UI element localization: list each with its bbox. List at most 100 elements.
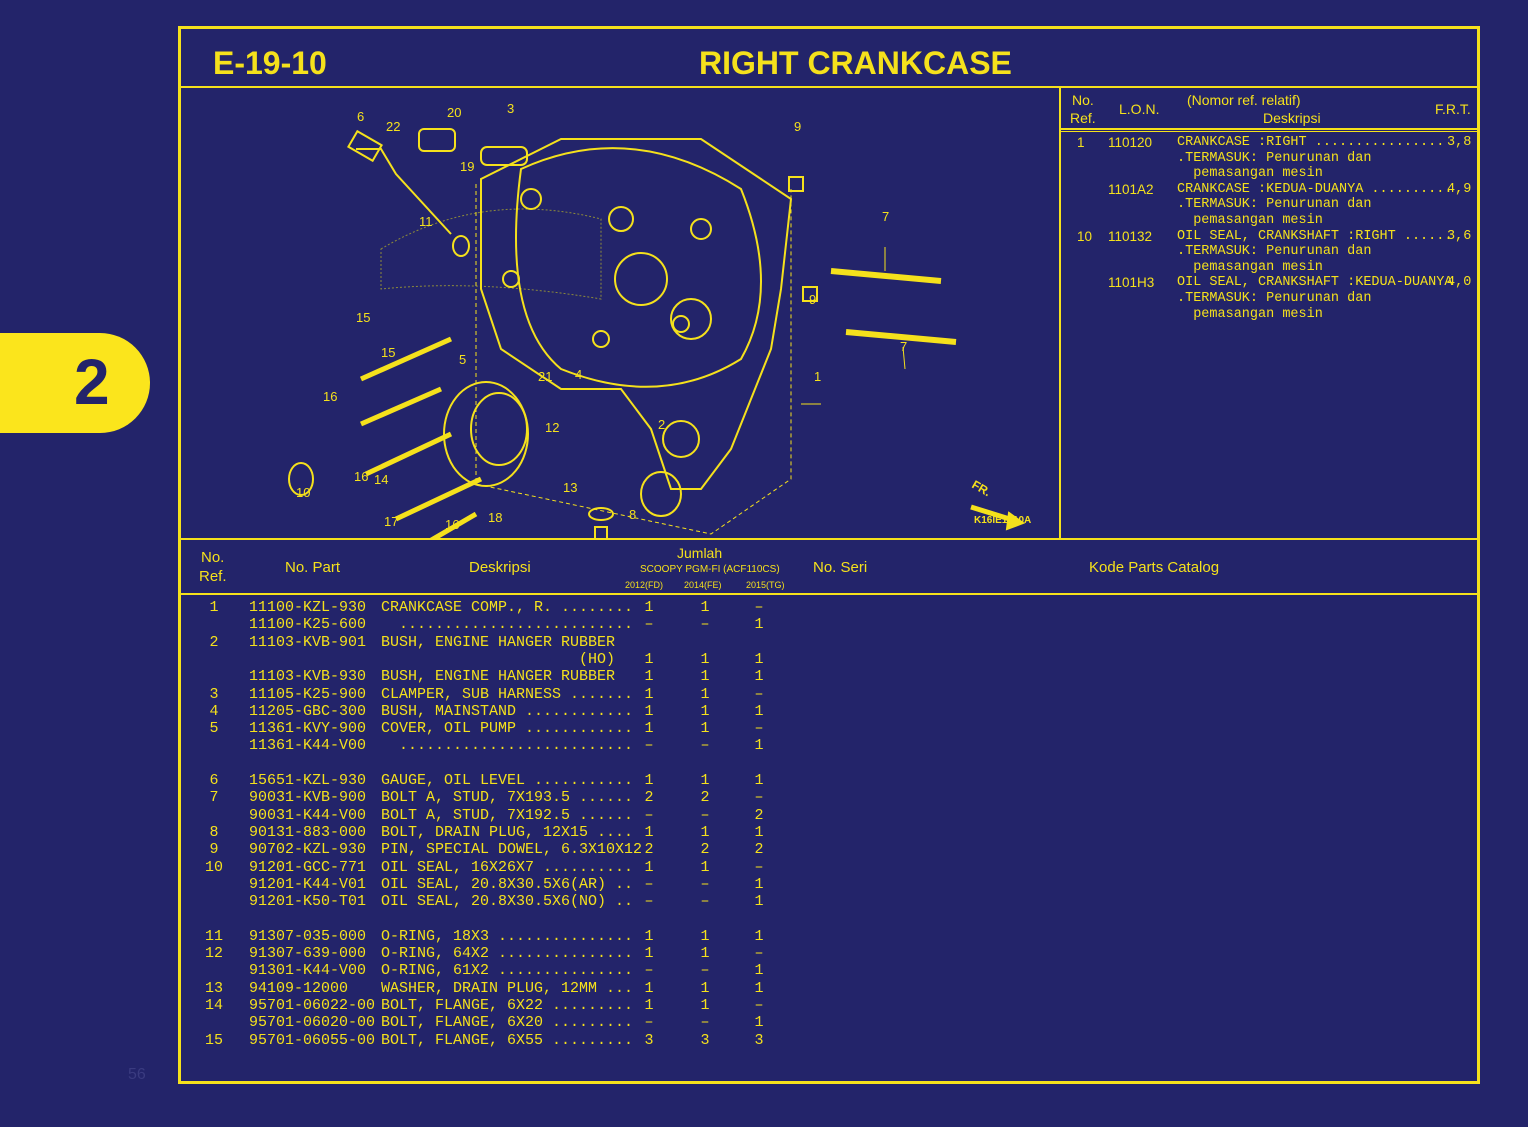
callout-9: 9 [794, 119, 801, 134]
row-description: BOLT, FLANGE, 6X22 ......... [381, 996, 634, 1014]
section-number: 2 [74, 346, 110, 418]
row-qty-2012: 2 [644, 841, 654, 859]
row-qty-2014: 1 [700, 823, 710, 841]
row-qty-2015: – [754, 599, 764, 616]
table-row: 5 11361-KVY-900 COVER, OIL PUMP ..........… [181, 720, 821, 737]
parts-header-no: No. [201, 549, 225, 566]
row-part-number: 95701-06020-00 [249, 1014, 376, 1032]
row-part-number: 91301-K44-V00 [249, 962, 367, 980]
callout-1: 1 [814, 369, 821, 384]
ref-row-frt: 4,0 [1447, 275, 1472, 291]
row-description: .......................... [381, 737, 634, 755]
ref-header-divider [1059, 128, 1477, 130]
row-qty-2015: 1 [754, 702, 764, 720]
row-ref: 7 [209, 789, 219, 807]
row-qty-2012: 1 [644, 927, 654, 945]
row-description: BOLT, FLANGE, 6X20 ......... [381, 1014, 634, 1032]
header-divider [181, 86, 1477, 88]
row-qty-2015: 1 [754, 650, 764, 668]
row-qty-2014: – [700, 737, 710, 755]
callout-13: 13 [563, 480, 577, 495]
ref-header-lon: L.O.N. [1119, 101, 1160, 117]
row-ref: 15 [204, 1031, 223, 1049]
row-part-number: 11100-KZL-930 [249, 599, 367, 616]
table-divider [181, 538, 1477, 540]
table-row [181, 910, 821, 927]
row-qty-2015: 1 [754, 668, 764, 686]
callout-7b: 7 [900, 339, 907, 354]
table-row [181, 755, 821, 772]
ref-header-divider-2 [1059, 131, 1477, 132]
row-qty-2012: 1 [644, 668, 654, 686]
row-qty-2012: – [644, 893, 654, 911]
row-ref: 3 [209, 685, 219, 703]
row-qty-2014: – [700, 962, 710, 980]
row-qty-2015: 2 [754, 806, 764, 824]
row-qty-2014: 2 [700, 789, 710, 807]
row-qty-2014: 1 [700, 858, 710, 876]
ref-row-desc: OIL SEAL, CRANKSHAFT :RIGHT ...... [1177, 228, 1453, 244]
row-part-number: 15651-KZL-930 [249, 772, 367, 789]
row-part-number: 90131-883-000 [249, 823, 367, 841]
row-qty-2014: 1 [700, 979, 710, 997]
ref-row-desc: OIL SEAL, CRANKSHAFT :KEDUA-DUANYA [1177, 275, 1453, 291]
row-qty-2012: 1 [644, 996, 654, 1014]
row-qty-2012: 1 [644, 858, 654, 876]
row-description: OIL SEAL, 20.8X30.5X6(NO) .. [381, 893, 634, 911]
ref-row-desc: pemasangan mesin [1177, 166, 1323, 182]
row-qty-2015: – [754, 720, 764, 738]
callout-3: 3 [507, 101, 514, 116]
parts-header-catalog: Kode Parts Catalog [1089, 559, 1220, 576]
row-description: BOLT, FLANGE, 6X55 ......... [381, 1031, 634, 1049]
row-qty-2015: 1 [754, 875, 764, 893]
row-qty-2014: 1 [700, 720, 710, 738]
row-qty-2014: 1 [700, 668, 710, 686]
ref-row-desc: .TERMASUK: Penurunan dan [1177, 291, 1372, 306]
row-qty-2012: – [644, 875, 654, 893]
row-part-number: 90702-KZL-930 [249, 841, 367, 859]
row-qty-2015: – [754, 996, 764, 1014]
ref-header-desc2: Deskripsi [1263, 110, 1321, 126]
row-part-number: 90031-KVB-900 [249, 789, 367, 807]
section-code: E-19-10 [213, 45, 327, 81]
callout-5: 5 [459, 352, 466, 367]
row-qty-2014: 1 [700, 927, 710, 945]
callout-6: 6 [357, 109, 364, 124]
row-description: (HO) [381, 650, 616, 668]
row-qty-2012: – [644, 737, 654, 755]
row-qty-2012: 1 [644, 685, 654, 703]
ref-row-frt: 3,6 [1447, 228, 1472, 244]
row-part-number: 11361-K44-V00 [249, 737, 367, 755]
row-description: BOLT, DRAIN PLUG, 12X15 .... [381, 823, 634, 841]
row-description: COVER, OIL PUMP ............ [381, 720, 634, 738]
parts-header-part: No. Part [285, 559, 341, 576]
row-description: OIL SEAL, 16X26X7 .......... [381, 858, 634, 876]
diagram-code: K16IE1910A [974, 515, 1032, 526]
row-part-number: 91307-035-000 [249, 927, 367, 945]
callout-16b: 16 [354, 469, 368, 484]
ref-row-lon: 1101A2 [1108, 181, 1154, 197]
callout-15: 15 [356, 310, 370, 325]
callout-7: 7 [882, 209, 889, 224]
callout-17: 17 [384, 514, 398, 529]
row-description: BUSH, ENGINE HANGER RUBBER [381, 633, 616, 651]
row-part-number: 11361-KVY-900 [249, 720, 367, 738]
row-qty-2014: – [700, 616, 710, 634]
direction-label: FR. [970, 477, 994, 499]
row-ref: 5 [209, 720, 219, 738]
parts-header-serial: No. Seri [813, 559, 868, 576]
ref-header-frt: F.R.T. [1435, 101, 1471, 117]
callout-2: 2 [658, 417, 665, 432]
row-qty-2015: – [754, 685, 764, 703]
ref-row-desc: pemasangan mesin [1177, 259, 1323, 275]
row-part-number: 91201-GCC-771 [249, 858, 367, 876]
row-qty-2015: 1 [754, 737, 764, 755]
